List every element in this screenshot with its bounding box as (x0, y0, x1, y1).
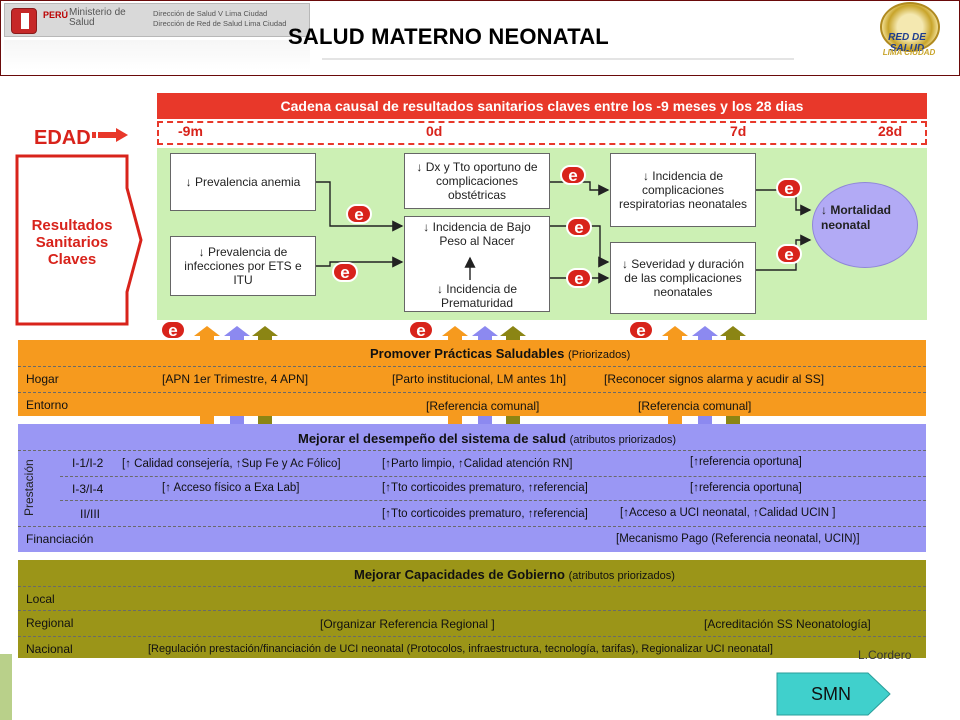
promover-title-main: Promover Prácticas Saludables (370, 346, 565, 361)
row-divider (60, 500, 926, 501)
row-label-financiacion: Financiación (26, 532, 94, 546)
logo-right-line2: LIMA CIUDAD (882, 48, 936, 57)
e-badge: e (776, 178, 802, 198)
row-label: II/III (80, 507, 101, 521)
promover-subtitle: (Priorizados) (568, 349, 631, 361)
logo-directions: Dirección de Salud V Lima Ciudad Direcci… (153, 9, 313, 29)
title-underline (322, 58, 794, 60)
peru-shield-icon (11, 8, 37, 34)
band-promover (18, 340, 926, 416)
row-label: I-1/I-2 (72, 456, 104, 470)
timeline-label: 7d (730, 123, 747, 139)
mortalidad-neonatal-circle: ↓ Mortalidad neonatal (812, 182, 918, 268)
cell: [APN 1er Trimestre, 4 APN] (162, 372, 309, 386)
e-badge: e (346, 204, 372, 224)
cell: [Acreditación SS Neonatología] (704, 617, 871, 631)
cell: [↑ Acceso físico a Exa Lab] (162, 482, 300, 494)
resultados-label: Resultados Sanitarios Claves (31, 217, 113, 268)
e-badge: e (160, 320, 186, 340)
row-label-nacional: Nacional (26, 642, 73, 656)
page-title: SALUD MATERNO NEONATAL (288, 24, 609, 49)
sistema-subtitle: (atributos priorizados) (569, 434, 677, 446)
gobierno-title-main: Mejorar Capacidades de Gobierno (354, 567, 565, 582)
band-sistema (18, 424, 926, 552)
smn-label[interactable]: SMN (811, 684, 851, 704)
logo-ministry: Ministerio de Salud (69, 7, 126, 28)
sistema-title-main: Mejorar el desempeño del sistema de salu… (298, 431, 567, 446)
cell: [↑Parto limpio, ↑Calidad atención RN] (382, 458, 573, 470)
sistema-title: Mejorar el desempeño del sistema de salu… (298, 431, 676, 446)
timeline-label: 0d (426, 123, 443, 139)
cell: [↑Tto corticoides prematuro, ↑referencia… (382, 508, 588, 520)
box-severidad: ↓ Severidad y duración de las complicaci… (610, 242, 756, 314)
arrow-right-icon (92, 128, 128, 142)
timeline-bar (157, 121, 927, 145)
e-badge: e (628, 320, 654, 340)
row-divider (18, 366, 926, 367)
e-badge: e (560, 165, 586, 185)
box-dx-tto: ↓ Dx y Tto oportuno de complicaciones ob… (404, 153, 550, 209)
promover-title: Promover Prácticas Saludables (Priorizad… (370, 346, 630, 361)
box-bajo-peso-prematuridad (404, 216, 550, 312)
logo-right-line1: RED DE SALUD (888, 32, 926, 54)
cell: [↑Tto corticoides prematuro, ↑referencia… (382, 482, 588, 494)
row-label-hogar: Hogar (26, 372, 59, 386)
row-divider (18, 526, 926, 527)
timeline-label: 28d (878, 123, 903, 139)
smn-arrow-button[interactable] (776, 672, 892, 716)
ministry-logo: PERÚ Ministerio de Salud Dirección de Sa… (4, 3, 310, 37)
row-divider (18, 586, 926, 587)
cell: [Mecanismo Pago (Referencia neonatal, UC… (616, 533, 860, 545)
box-prematuridad: ↓ Incidencia de Prematuridad (436, 282, 518, 310)
box-respiratorias: ↓ Incidencia de complicaciones respirato… (610, 153, 756, 227)
row-divider (18, 450, 926, 451)
cell: [Regulación prestación/financiación de U… (148, 643, 773, 655)
box-bajo-peso: ↓ Incidencia de Bajo Peso al Nacer (423, 220, 531, 248)
box-anemia: ↓ Prevalencia anemia (170, 153, 316, 211)
row-label: I-3/I-4 (72, 482, 104, 496)
chain-header: Cadena causal de resultados sanitarios c… (157, 93, 927, 119)
resultados-chevron (15, 154, 143, 326)
cell: [Reconocer signos alarma y acudir al SS] (604, 372, 825, 386)
gobierno-title: Mejorar Capacidades de Gobierno (atribut… (354, 567, 675, 582)
logo-reflection (4, 40, 310, 70)
e-badge: e (566, 217, 592, 237)
e-badge: e (776, 244, 802, 264)
gobierno-subtitle: (atributos priorizados) (568, 570, 675, 582)
cell: [Organizar Referencia Regional ] (320, 617, 495, 631)
cell: [↑referencia oportuna] (690, 456, 802, 468)
band-gobierno (18, 560, 926, 658)
timeline-label: -9m (178, 123, 203, 139)
row-divider (18, 636, 926, 637)
e-badge: e (566, 268, 592, 288)
row-divider (60, 476, 926, 477)
cell: [Referencia comunal] (638, 399, 752, 413)
photo-strip (0, 654, 12, 720)
logo-direction-1: Dirección de Salud V Lima Ciudad (153, 9, 268, 18)
row-label-regional: Regional (26, 616, 74, 630)
cell: [↑Acceso a UCI neonatal, ↑Calidad UCIN ] (620, 507, 836, 519)
e-badge: e (408, 320, 434, 340)
seal-icon (880, 2, 940, 52)
logo-country: PERÚ (43, 10, 69, 20)
cell: [Referencia comunal] (426, 399, 540, 413)
red-salud-logo: RED DE SALUD LIMA CIUDAD (872, 2, 946, 74)
box-infecciones: ↓ Prevalencia de infecciones por ETS e I… (170, 236, 316, 296)
row-label-local: Local (26, 592, 55, 606)
cell: [↑ Calidad consejería, ↑Sup Fe y Ac Fóli… (122, 458, 341, 470)
cell: [↑referencia oportuna] (690, 482, 802, 494)
e-badge: e (332, 262, 358, 282)
cell: [Parto institucional, LM antes 1h] (392, 372, 567, 386)
row-divider (18, 392, 926, 393)
row-label-entorno: Entorno (26, 398, 69, 412)
logo-direction-2: Dirección de Red de Salud Lima Ciudad (153, 19, 287, 28)
row-divider (18, 610, 926, 611)
prestacion-label: Prestación (22, 459, 36, 517)
author-credit: L.Cordero (858, 648, 912, 662)
edad-label: EDAD (34, 127, 91, 149)
